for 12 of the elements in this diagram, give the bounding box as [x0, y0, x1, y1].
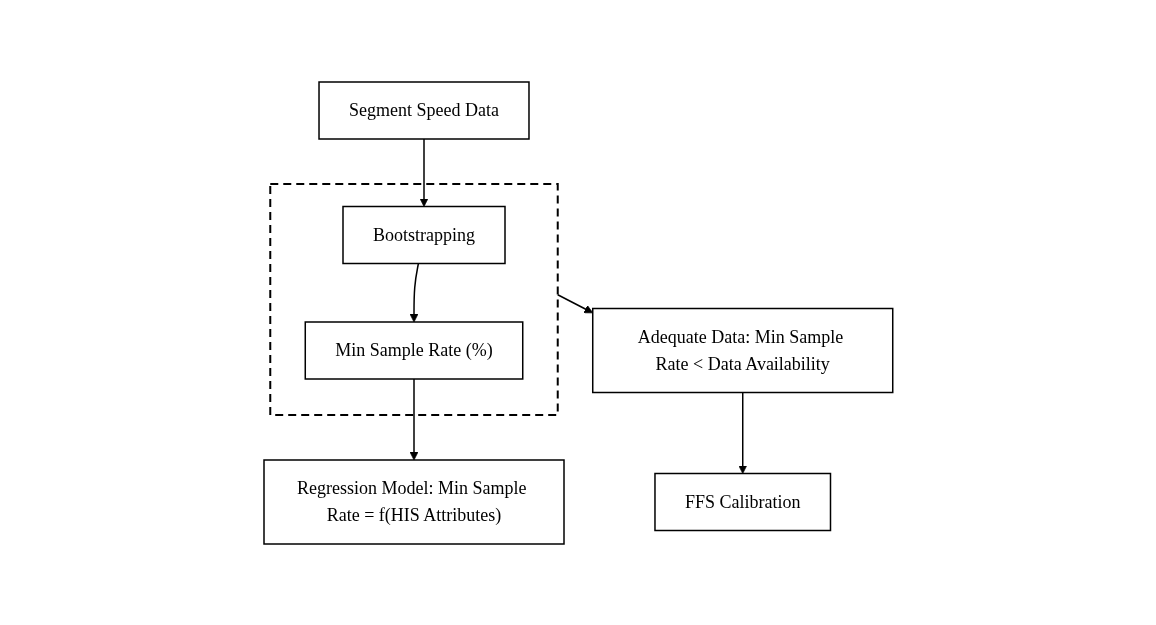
- node-box: Segment Speed Data: [317, 80, 530, 140]
- arrow: [409, 262, 419, 322]
- node-box: Bootstrapping: [341, 205, 506, 264]
- arrow: [409, 377, 419, 460]
- arrow: [419, 137, 429, 207]
- node-box: Regression Model: Min Sample Rate = f(HIS Attributes): [262, 458, 565, 545]
- node-box: Adequate Data: Min Sample Rate < Data Availability: [591, 307, 894, 393]
- node-box: Min Sample Rate (%): [304, 320, 524, 380]
- node-box: FFS Calibration: [653, 472, 831, 531]
- arrow: [737, 391, 747, 474]
- cluster: [268, 182, 559, 416]
- arrow: [556, 293, 593, 313]
